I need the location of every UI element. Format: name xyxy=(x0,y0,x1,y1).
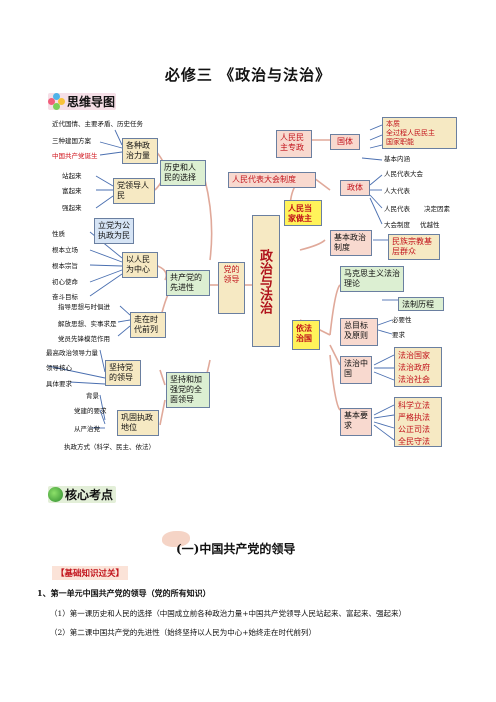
rule-govt-label: 法治政府 xyxy=(398,363,430,372)
times-box: 走在时代前列 xyxy=(130,312,166,338)
goal-label: 奋斗目标 xyxy=(52,293,78,301)
brush-icon xyxy=(162,531,190,547)
flower-icon xyxy=(48,93,65,110)
serve-box: 立党为公执政为民 xyxy=(94,218,134,244)
party-leadership-box: 党的领导 xyxy=(218,262,245,314)
basic-systems-box: 基本政治制度 xyxy=(330,230,372,256)
highest-label: 最高政治领导力量 xyxy=(46,349,98,357)
nature-label: 性质 xyxy=(52,230,65,238)
basic-req-box: 基本要求 xyxy=(340,408,372,436)
essence-label: 本质 xyxy=(386,120,400,128)
basic-tag: 【基础知识过关】 xyxy=(52,566,129,580)
whole-process-label: 全过程人民民主 xyxy=(386,129,435,137)
deputies-label: 人民代表 xyxy=(384,205,410,213)
schemes-label: 三种建国方案 xyxy=(52,137,91,145)
strong-label: 强起来 xyxy=(62,204,82,212)
rule-three-box: 法治国家 法治政府 法治社会 xyxy=(394,347,442,387)
stood-label: 站起来 xyxy=(62,172,82,180)
superiority-label: 优越性 xyxy=(420,221,440,229)
fair-label: 公正司法 xyxy=(398,425,430,434)
liberate-label: 解放思想、实事求是 xyxy=(58,320,117,328)
forces-box: 各种政治力量 xyxy=(122,138,158,164)
core-label: 领导核心 xyxy=(46,364,72,372)
strict-enforce-label: 严格执法 xyxy=(398,413,430,422)
rule-of-law-box: 依法治国 xyxy=(292,320,320,350)
state-duty-label: 国家职能 xyxy=(386,138,414,146)
lesson2-text: （2）第二课中国共产党的先进性（始终坚持以人民为中心+始终走在时代前列） xyxy=(50,628,317,637)
regime-box: 政体 xyxy=(340,180,370,196)
party-req-label: 党建的要求 xyxy=(74,407,107,415)
uphold-box: 坚持党的领导 xyxy=(105,360,141,386)
require-label: 要求 xyxy=(392,331,405,339)
science-label: 科学立法 xyxy=(398,401,430,410)
advanced-box: 共产党的先进性 xyxy=(166,270,210,296)
rule-society-label: 法治社会 xyxy=(398,375,430,384)
decisive-label: 决定因素 xyxy=(424,205,450,213)
rule-nation-label: 法治国家 xyxy=(398,351,430,360)
method-label: 执政方式（科学、民主、依法） xyxy=(64,443,155,451)
law-four-box: 科学立法 严格执法 公正司法 全民守法 xyxy=(394,397,442,447)
unit-heading: 1、第一单元中国共产党的领导（党的所有知识） xyxy=(37,588,211,598)
all-people-label: 全民守法 xyxy=(398,437,430,446)
npc-label: 人民代表大会 xyxy=(384,170,423,178)
rule-china-box: 法治中国 xyxy=(340,356,372,384)
mindmap-heading: 思维导图 xyxy=(48,93,116,110)
history-label: 近代国情、主要矛盾、历史任务 xyxy=(52,120,143,128)
page-title: 必修三 《政治与法治》 xyxy=(164,66,332,84)
vanguard-label: 党员先锋模范作用 xyxy=(58,335,110,343)
lesson1-text: （1）第一课历史和人民的选择（中国成立前各种政治力量+中国共产党领导人民站起来、… xyxy=(50,609,407,618)
subsection-title: (一)中国共产党的领导 xyxy=(176,542,296,556)
root-aim-label: 根本宗旨 xyxy=(52,262,78,270)
consolidate-box: 巩固执政地位 xyxy=(117,410,159,436)
necessity-label: 必要性 xyxy=(392,316,412,324)
root-pos-label: 根本立场 xyxy=(52,246,78,254)
deputies-congress-label: 人大代表 xyxy=(384,187,410,195)
mission-label: 初心使命 xyxy=(52,278,78,286)
rich-label: 富起来 xyxy=(62,187,82,195)
strict-label: 从严治党 xyxy=(74,425,100,433)
history-box: 法制历程 xyxy=(398,297,444,311)
people-master-box: 人民当家做主 xyxy=(284,200,322,226)
dictatorship-box: 人民民主专政 xyxy=(276,130,312,158)
npc-system-box: 人民代表大会制度 xyxy=(228,172,316,188)
core-heading: 核心考点 xyxy=(48,486,116,503)
essence-box: 本质 全过程人民民主 国家职能 xyxy=(382,117,457,149)
guide-label: 指导思想与时俱进 xyxy=(58,303,110,311)
state-system-box: 国体 xyxy=(330,134,360,150)
marxism-box: 马克思主义法治理论 xyxy=(340,266,404,292)
content-label: 基本内涵 xyxy=(384,155,410,163)
requirement-label: 具体要求 xyxy=(46,380,72,388)
people-center-box: 以人民为中心 xyxy=(122,252,158,278)
politics-law-box: 政治与法治 xyxy=(252,215,280,347)
strengthen-box: 坚持和加强党的全面领导 xyxy=(166,372,210,408)
founded-label: 中国共产党诞生 xyxy=(52,152,98,160)
ethnic-box: 民族宗教基层群众 xyxy=(388,234,440,260)
green-dot-icon xyxy=(48,487,63,502)
party-leads-box: 党领导人民 xyxy=(113,178,155,204)
goal-box: 总目标及原则 xyxy=(340,318,378,346)
background-label: 背景 xyxy=(86,392,99,400)
choice-box: 历史和人民的选择 xyxy=(160,160,206,186)
npc-system2-label: 大会制度 xyxy=(384,221,410,229)
